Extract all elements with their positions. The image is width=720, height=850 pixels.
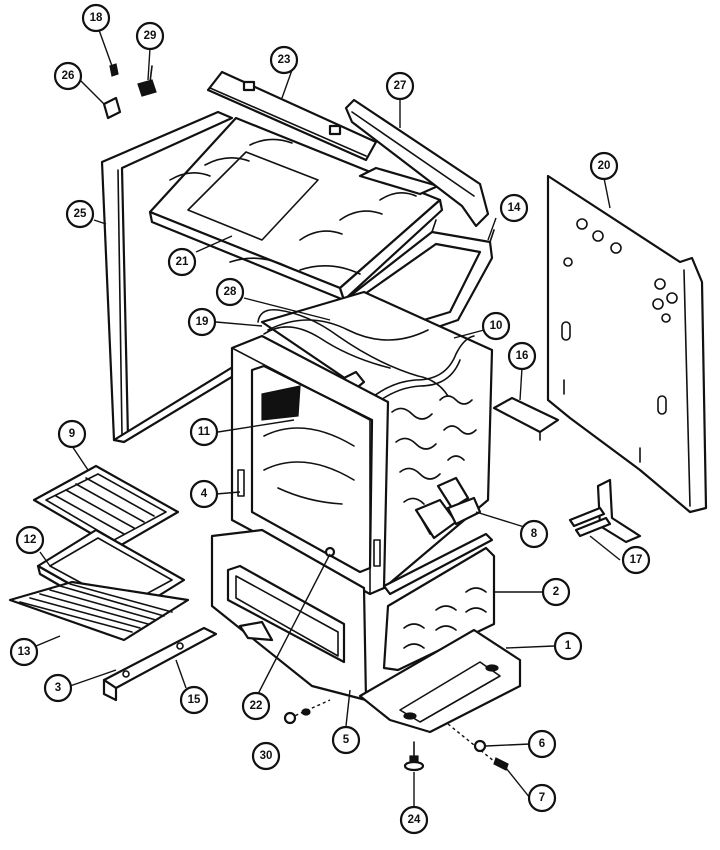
callout-number: 17 [630, 554, 643, 566]
callout-20: 20 [589, 151, 619, 181]
callout-number: 9 [69, 428, 75, 440]
angle-bracket [568, 478, 642, 544]
callout-number: 6 [539, 738, 545, 750]
callout-9: 9 [57, 419, 87, 449]
callout-number: 23 [278, 54, 291, 66]
callout-15: 15 [179, 685, 209, 715]
broiler-pan-grid [32, 464, 180, 550]
callout-24: 24 [399, 805, 429, 835]
clip [102, 96, 122, 120]
top-brace [206, 70, 378, 162]
oven-front-frame [230, 334, 390, 596]
drawer-side-plate [382, 532, 496, 672]
burner-box [148, 116, 444, 302]
callout-17: 17 [621, 545, 651, 575]
oven-rack [8, 580, 190, 642]
callout-number: 28 [224, 286, 237, 298]
callout-22: 22 [241, 691, 271, 721]
rear-trim [344, 98, 490, 228]
callout-7: 7 [527, 783, 557, 813]
callout-18: 18 [81, 3, 111, 33]
callout-number: 18 [90, 12, 103, 24]
callout-number: 8 [531, 528, 538, 540]
burner-valve [414, 476, 482, 540]
leveling-leg [403, 741, 425, 772]
callout-16: 16 [507, 341, 537, 371]
callout-number: 19 [196, 316, 209, 328]
callout-27: 27 [385, 71, 415, 101]
callout-number: 30 [260, 750, 273, 762]
callout-19: 19 [187, 307, 217, 337]
small-screw [109, 63, 119, 77]
callout-29: 29 [135, 21, 165, 51]
callout-number: 27 [394, 80, 407, 92]
callout-10: 10 [481, 311, 511, 341]
callout-number: 11 [198, 426, 211, 438]
callout-number: 1 [565, 640, 572, 652]
callout-3: 3 [43, 673, 73, 703]
callout-number: 5 [343, 734, 350, 746]
frame-screw [324, 546, 336, 558]
hinge-clip [137, 65, 157, 97]
callout-11: 11 [189, 417, 219, 447]
callout-1: 1 [553, 631, 583, 661]
callout-21: 21 [167, 247, 197, 277]
screw-set-left [283, 699, 331, 725]
callout-number: 12 [24, 534, 37, 546]
rear-bracket [492, 396, 560, 441]
callout-23: 23 [269, 45, 299, 75]
callout-14: 14 [499, 193, 529, 223]
callout-5: 5 [331, 725, 361, 755]
leader-lines [35, 29, 621, 808]
callout-number: 22 [250, 700, 263, 712]
callout-number: 7 [539, 792, 545, 804]
side-panel-left [100, 110, 242, 444]
callout-number: 13 [18, 646, 31, 658]
callout-number: 3 [55, 682, 61, 694]
drawer-front [210, 528, 368, 702]
rear-panel [546, 174, 708, 514]
callout-26: 26 [53, 61, 83, 91]
callout-4: 4 [189, 479, 219, 509]
rack-slide [102, 626, 218, 702]
callout-number: 25 [74, 208, 87, 220]
screw-set-right [447, 723, 509, 771]
callout-number: 2 [553, 586, 559, 598]
callout-number: 26 [62, 70, 75, 82]
callout-number: 24 [408, 814, 421, 826]
callout-8: 8 [519, 519, 549, 549]
callout-number: 14 [508, 202, 521, 214]
callout-number: 16 [516, 350, 529, 362]
callout-number: 21 [176, 256, 189, 268]
callout-12: 12 [15, 525, 45, 555]
callout-number: 10 [490, 320, 503, 332]
callout-13: 13 [9, 637, 39, 667]
base-pan [358, 628, 522, 734]
callout-28: 28 [215, 277, 245, 307]
callout-number: 15 [188, 694, 201, 706]
callout-25: 25 [65, 199, 95, 229]
callout-number: 20 [598, 160, 611, 172]
callout-number: 29 [144, 30, 157, 42]
callout-30: 30 [251, 741, 281, 771]
callout-number: 4 [201, 488, 208, 500]
callout-2: 2 [541, 577, 571, 607]
callout-6: 6 [527, 729, 557, 759]
